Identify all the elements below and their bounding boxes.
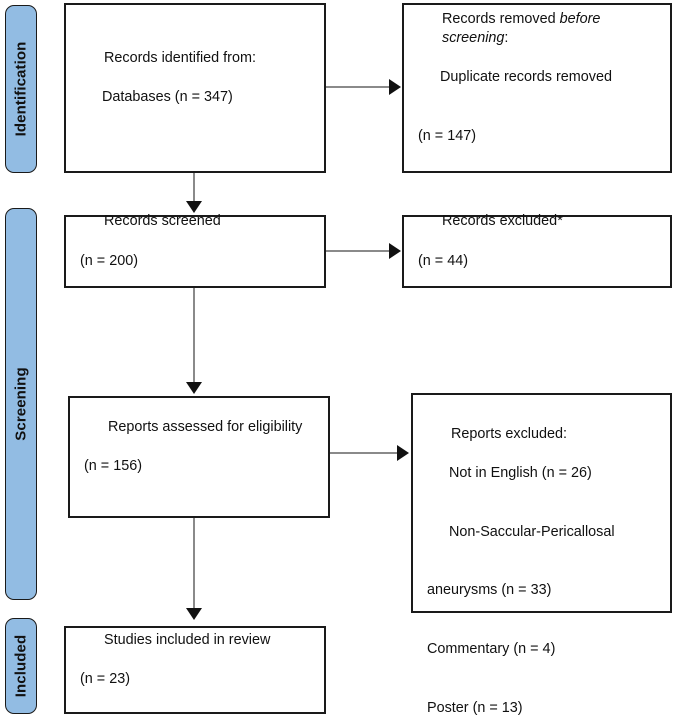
records-removed-line3: Duplicate records removed xyxy=(440,69,612,86)
reports-excluded-item: Non-Saccular-Pericallosal xyxy=(449,523,615,540)
studies-included-line2: (n = 23) xyxy=(80,671,130,687)
reports-assessed-line1: Reports assessed for eligibility xyxy=(108,418,303,435)
box-records-removed-before-screening: Records removed before screening: Duplic… xyxy=(402,3,672,173)
box-studies-included-text: Studies included in review (n = 23) xyxy=(66,611,270,722)
box-records-identified: Records identified from: Databases (n = … xyxy=(64,3,326,173)
reports-excluded-item: Commentary (n = 4) xyxy=(427,641,556,658)
records-removed-italic-before: before xyxy=(559,10,601,27)
box-records-excluded-text: Records excluded* (n = 44) xyxy=(404,193,563,311)
phase-label-screening: Screening xyxy=(12,367,30,441)
phase-label-included: Included xyxy=(12,634,30,698)
reports-excluded-item: Not in English (n = 26) xyxy=(449,464,592,481)
box-records-screened: Records screened (n = 200) xyxy=(64,213,326,288)
studies-included-line1: Studies included in review xyxy=(104,631,271,648)
records-screened-line1: Records screened xyxy=(104,213,221,230)
arrowhead-screened-to-excluded xyxy=(389,243,401,259)
records-screened-line2: (n = 200) xyxy=(80,252,138,269)
connector-assessed-to-included xyxy=(193,518,196,612)
phase-label-identification: Identification xyxy=(12,41,30,137)
box-reports-assessed: Reports assessed for eligibility (n = 15… xyxy=(68,396,330,518)
connector-screened-to-excluded xyxy=(326,250,390,253)
box-reports-excluded: Reports excluded: Not in English (n = 26… xyxy=(411,393,672,716)
reports-excluded-heading: Reports excluded: xyxy=(451,425,567,442)
records-excluded-line1: Records excluded* xyxy=(442,213,563,230)
reports-excluded-item: Poster (n = 13) xyxy=(427,699,523,716)
arrowhead-screened-to-assessed xyxy=(186,382,202,394)
reports-excluded-item: aneurysms (n = 33) xyxy=(427,582,552,599)
box-reports-excluded-text: Reports excluded: Not in English (n = 26… xyxy=(413,395,615,722)
arrowhead-assessed-to-reports-excluded xyxy=(397,445,409,461)
records-excluded-line2: (n = 44) xyxy=(418,252,468,269)
reports-assessed-line2: (n = 156) xyxy=(84,458,142,474)
connector-identified-to-screened xyxy=(193,173,196,205)
records-removed-line4: (n = 147) xyxy=(418,128,476,145)
box-records-screened-text: Records screened (n = 200) xyxy=(66,193,221,311)
phase-bar-included: Included xyxy=(5,618,37,714)
arrowhead-assessed-to-included xyxy=(186,608,202,620)
records-identified-line1: Records identified from: xyxy=(104,49,256,66)
records-identified-line2: Databases (n = 347) xyxy=(102,89,233,105)
connector-screened-to-assessed xyxy=(193,288,196,386)
box-records-excluded: Records excluded* (n = 44) xyxy=(402,213,672,288)
records-removed-line1: Records removed before xyxy=(442,11,600,27)
box-studies-included: Studies included in review (n = 23) xyxy=(64,626,326,714)
connector-assessed-to-reports-excluded xyxy=(330,452,398,455)
connector-identified-to-removed xyxy=(326,86,390,89)
arrowhead-identified-to-removed xyxy=(389,79,401,95)
box-records-identified-text: Records identified from: Databases (n = … xyxy=(66,29,256,147)
records-removed-line2: screening: xyxy=(442,30,508,46)
records-removed-italic-screening: screening xyxy=(442,30,505,47)
arrowhead-identified-to-screened xyxy=(186,201,202,213)
phase-bar-screening: Screening xyxy=(5,208,37,600)
phase-bar-identification: Identification xyxy=(5,5,37,173)
box-reports-assessed-text: Reports assessed for eligibility (n = 15… xyxy=(70,398,302,516)
box-records-removed-text: Records removed before screening: Duplic… xyxy=(404,0,612,186)
records-removed-colon: : xyxy=(504,30,509,47)
records-removed-prefix: Records removed xyxy=(442,10,560,27)
